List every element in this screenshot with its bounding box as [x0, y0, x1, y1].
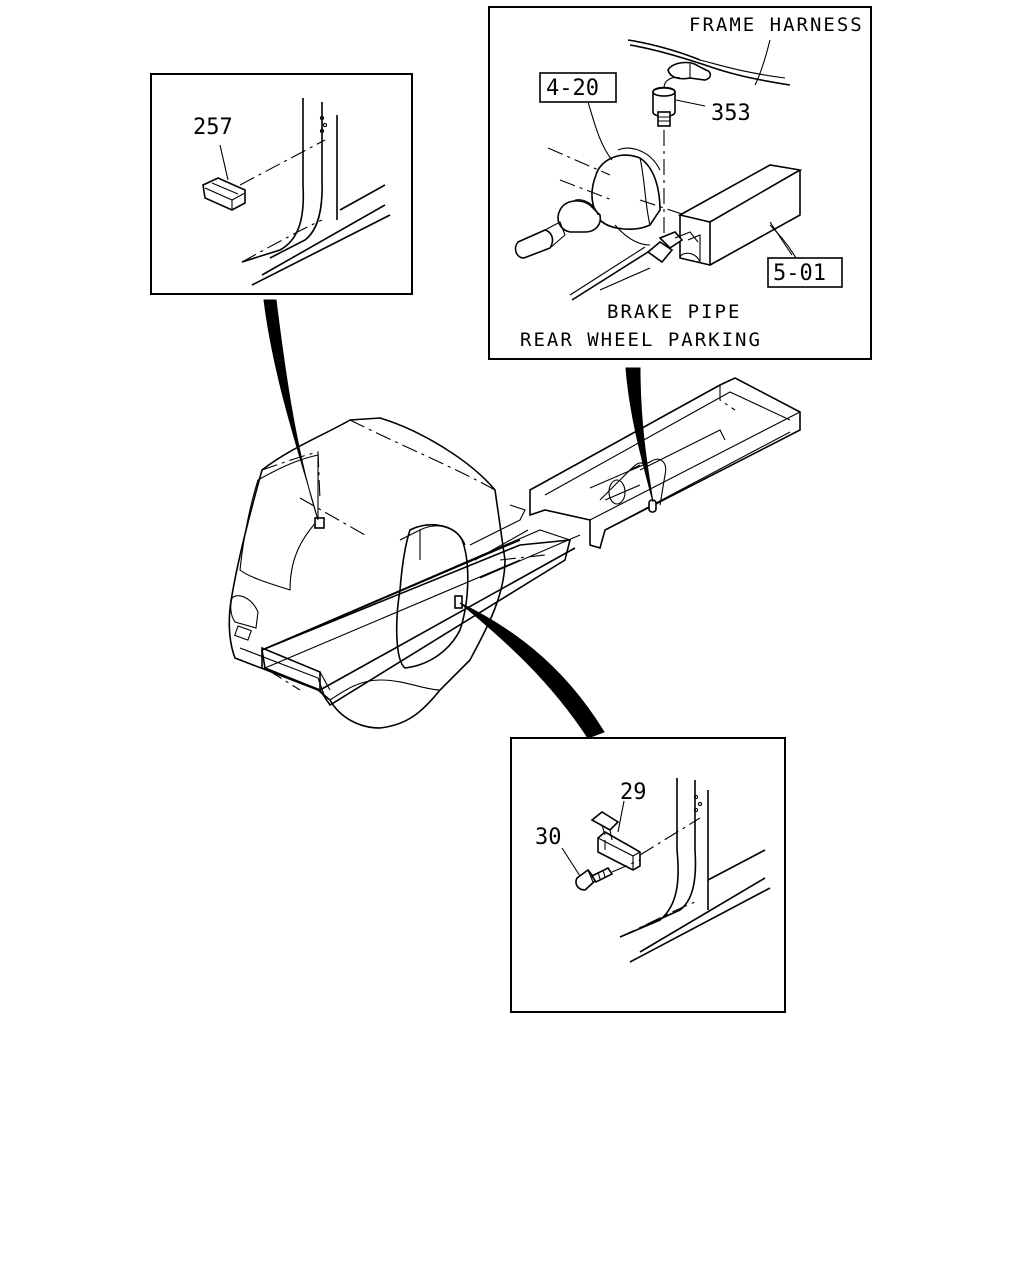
- detail-box-bracket: 29 30: [510, 737, 786, 1013]
- callout-30: 30: [535, 825, 562, 850]
- callout-257: 257: [193, 115, 233, 140]
- part-353-switch: [652, 76, 681, 127]
- ref-box-5-01: [767, 257, 843, 288]
- frame-harness-label: FRAME HARNESS: [689, 14, 864, 36]
- callout-29: 29: [620, 780, 647, 805]
- part-30-bolt: [575, 866, 614, 891]
- ref-4-20: 4-20: [546, 76, 599, 101]
- part-257-clip: [202, 177, 246, 211]
- part-29-bracket: [590, 811, 641, 871]
- callout-353: 353: [711, 101, 751, 126]
- detail-box-brake: FRAME HARNESS 353: [488, 6, 872, 360]
- ref-5-01: 5-01: [773, 261, 826, 286]
- ref-box-4-20: [539, 72, 617, 103]
- brake-pipe-label: BRAKE PIPE: [607, 301, 741, 323]
- detail-box-257: 257: [150, 73, 413, 295]
- leader-wedges: [263, 299, 654, 739]
- rear-wheel-parking-label: REAR WHEEL PARKING: [520, 329, 762, 351]
- truck-chassis-illustration: [228, 377, 801, 729]
